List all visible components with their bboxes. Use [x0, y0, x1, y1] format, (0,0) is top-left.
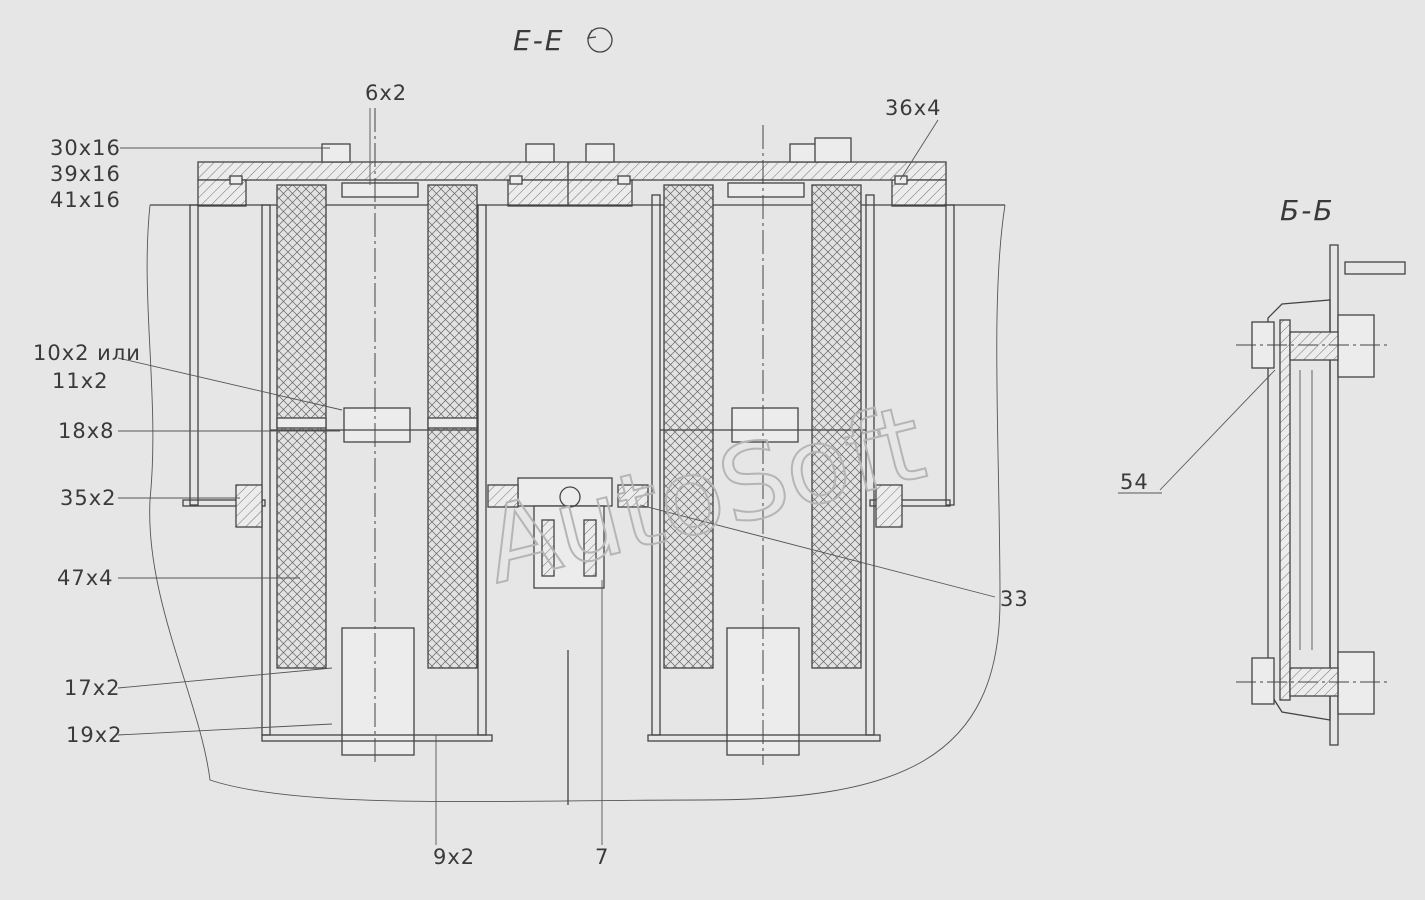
section-label-main: Е-Е — [513, 24, 565, 57]
bolt-head-icon — [585, 143, 615, 163]
insulation-block-right-2 — [811, 184, 862, 669]
callout-39x16: 39х16 — [50, 162, 121, 186]
bolt-head-icon — [1251, 657, 1275, 705]
callout-36x4: 36х4 — [885, 96, 942, 120]
bolt-head-icon — [789, 143, 819, 163]
left-assembly — [182, 108, 493, 765]
callout-9x2: 9х2 — [433, 845, 475, 869]
coupling-bushing — [343, 407, 411, 443]
rotation-symbol-icon — [587, 27, 613, 53]
roller-left — [341, 627, 415, 756]
callout-54: 54 — [1120, 470, 1149, 494]
rotation-arrow-icon — [586, 29, 597, 39]
callouts: 6х2 36х4 30х16 39х16 41х16 10х2 или 11х2… — [33, 81, 1149, 869]
callout-10x2: 10х2 или — [33, 341, 141, 365]
nut-icon — [229, 175, 243, 185]
bolt-head-icon — [814, 137, 852, 163]
bolt-head-icon — [321, 143, 351, 163]
nut-icon — [894, 175, 908, 185]
callout-33: 33 — [1000, 587, 1029, 611]
coupling-bushing-2 — [731, 407, 799, 443]
section-label-side: Б-Б — [1280, 194, 1335, 227]
section-title-main: Е-Е — [513, 24, 613, 57]
callout-35x2: 35х2 — [60, 486, 117, 510]
nut-icon — [509, 175, 523, 185]
top-bolts — [229, 137, 908, 185]
break-outline — [146, 204, 1006, 803]
leader-lines — [117, 108, 1276, 845]
callout-7: 7 — [595, 845, 609, 869]
right-assembly — [647, 125, 955, 765]
middle-coupling-unit — [487, 477, 649, 805]
callout-41x16: 41х16 — [50, 188, 121, 212]
bolt-head-icon — [525, 143, 555, 163]
callout-30x16: 30х16 — [50, 136, 121, 160]
callout-11x2: 11х2 — [52, 369, 109, 393]
callout-47x4: 47х4 — [57, 566, 114, 590]
side-view — [1236, 244, 1406, 746]
insulation-block-left-2 — [663, 184, 714, 669]
callout-18x8: 18х8 — [58, 419, 115, 443]
top-plate — [150, 161, 1005, 207]
callout-19x2: 19х2 — [66, 723, 123, 747]
nut-icon — [617, 175, 631, 185]
callout-17x2: 17х2 — [64, 676, 121, 700]
callout-6x2: 6х2 — [365, 81, 407, 105]
